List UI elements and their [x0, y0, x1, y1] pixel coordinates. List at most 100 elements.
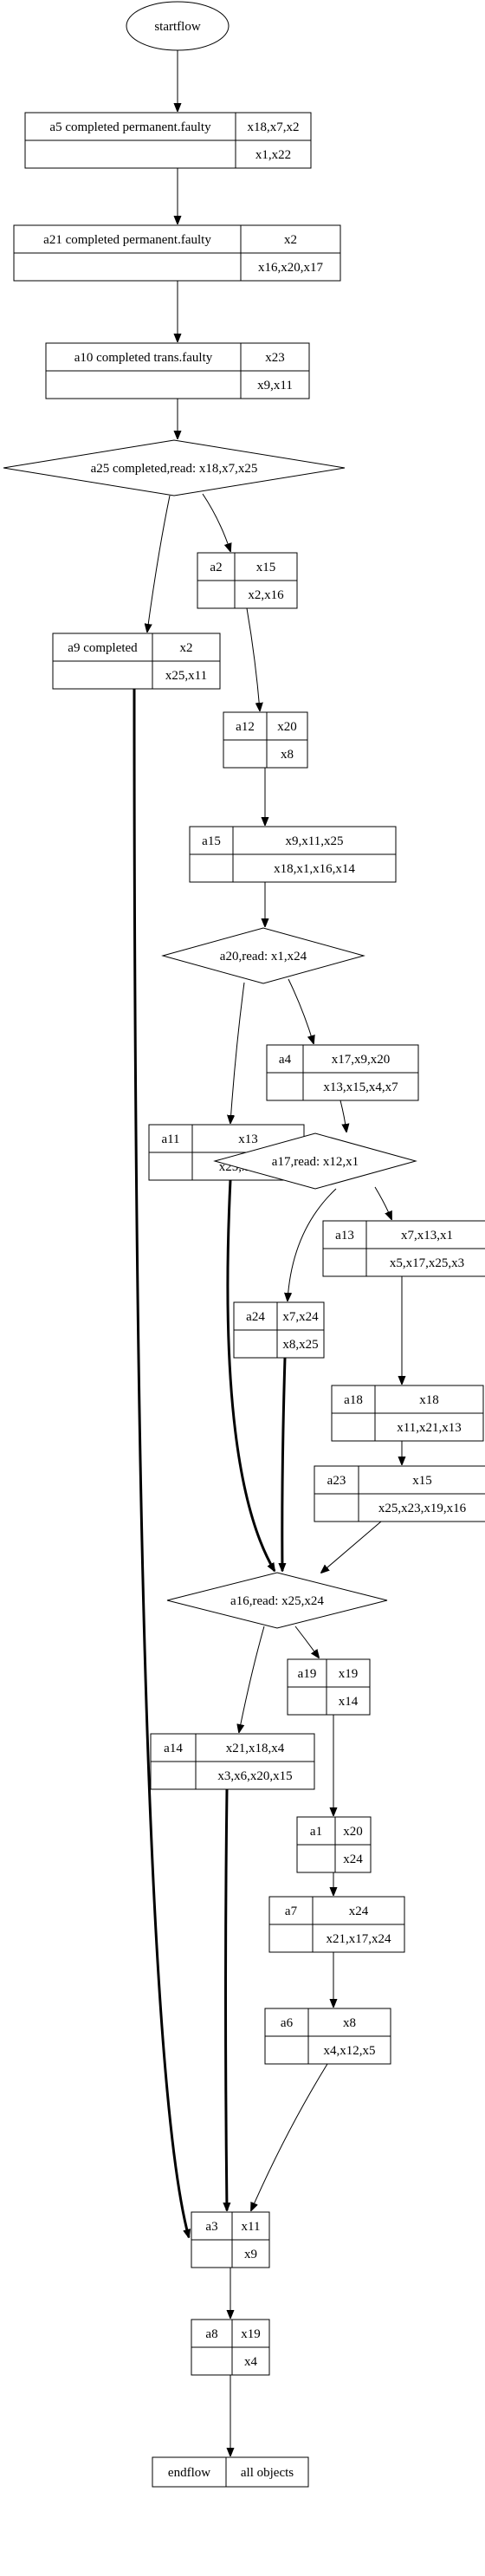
activity-node-a15: a15 x9,x11,x25 x18,x1,x16,x14 — [189, 826, 397, 883]
activity-label: a19 — [298, 1667, 317, 1681]
decision-diamond — [161, 927, 365, 984]
input-objects: x16,x20,x17 — [258, 261, 324, 275]
activity-label: a9 completed — [68, 641, 138, 655]
output-objects: x23 — [265, 351, 285, 365]
activity-label: a10 completed trans.faulty — [74, 351, 213, 365]
activity-label: a13 — [335, 1229, 354, 1243]
activity-label: a1 — [310, 1825, 322, 1839]
input-objects: x8 — [281, 748, 294, 762]
decision-node-d25: a25 completed,read: x18,x7,x25 — [3, 439, 346, 496]
activity-label: a6 — [281, 2016, 294, 2030]
edge-a24-to-d16 — [282, 1357, 285, 1571]
input-objects: x4 — [244, 2355, 258, 2369]
output-objects: x9,x11,x25 — [286, 834, 344, 848]
input-objects: x11,x21,x13 — [397, 1421, 461, 1435]
input-objects: x9,x11 — [257, 379, 293, 393]
output-objects: x7,x24 — [282, 1310, 319, 1324]
activity-label: a21 completed permanent.faulty — [43, 233, 211, 247]
output-objects: x2 — [284, 233, 297, 247]
activity-label: a4 — [279, 1053, 292, 1067]
activity-node-a11: a11x13x25,x7,x17 — [148, 1124, 305, 1181]
output-objects: x15 — [256, 561, 276, 574]
output-objects: x17,x9,x20 — [332, 1053, 391, 1067]
end-box — [152, 2456, 309, 2488]
start-ellipse — [126, 1, 230, 51]
decision-node-d17: a17,read: x12,x1 — [213, 1132, 417, 1190]
output-objects: x20 — [343, 1825, 363, 1839]
output-objects: x21,x18,x4 — [226, 1742, 285, 1755]
start-node: startflow — [126, 1, 230, 51]
edge-a14-to-a3 — [226, 1788, 228, 2210]
activity-node-a3: a3 x11 x9 — [191, 2211, 270, 2268]
input-objects: x1,x22 — [255, 148, 291, 162]
edge-d17-to-a13 — [374, 1186, 391, 1219]
activity-node-a24: a24 x7,x24 x8,x25 — [233, 1301, 325, 1359]
output-objects: x20 — [277, 720, 297, 734]
activity-label: a3 — [205, 2220, 217, 2234]
edge-a4-to-d17 — [340, 1100, 346, 1132]
activity-label: a23 — [327, 1474, 346, 1488]
activity-label: a8 — [205, 2327, 217, 2341]
output-objects: x11 — [242, 2220, 261, 2234]
output-objects: x8 — [343, 2016, 356, 2030]
activity-label: a2 — [210, 561, 222, 574]
decision-label: a16,read: x25,x24 — [230, 1594, 324, 1608]
output-objects: x18 — [419, 1393, 439, 1407]
activity-node-a10: a10 completed trans.faulty x23 x9,x11 — [45, 342, 310, 399]
activity-label: a12 — [236, 720, 255, 734]
edge-a6-to-a3 — [251, 2063, 328, 2210]
edge-a2-to-a12 — [246, 607, 260, 711]
edge-d20-to-a11 — [230, 982, 245, 1123]
edge-d25-to-a2 — [202, 493, 230, 551]
activity-node-a18: a18 x18 x11,x21,x13 — [331, 1385, 484, 1442]
input-objects: x25,x23,x19,x16 — [378, 1502, 467, 1515]
activity-node-a13: a13 x7,x13,x1 x5,x17,x25,x3 — [322, 1220, 485, 1277]
output-objects: x24 — [349, 1904, 369, 1918]
decision-node-d20: a20,read: x1,x24 — [161, 927, 365, 984]
input-objects: x8,x25 — [282, 1338, 318, 1352]
edges-layer — [133, 50, 402, 2456]
edge-d17-to-a24 — [288, 1188, 337, 1301]
decision-diamond — [166, 1572, 388, 1629]
activity-node-a7: a7 x24 x21,x17,x24 — [268, 1896, 405, 1953]
decision-diamond — [3, 439, 346, 496]
activity-node-a21: a21 completed permanent.faulty x2 x16,x20,… — [13, 224, 341, 282]
activity-node-a1: a1 x20 x24 — [296, 1816, 372, 1873]
input-objects: x2,x16 — [248, 588, 284, 602]
edge-a23-to-d16 — [321, 1521, 382, 1573]
input-objects: x4,x12,x5 — [324, 2044, 376, 2058]
input-objects: x14 — [339, 1695, 359, 1709]
decision-label: a20,read: x1,x24 — [220, 950, 307, 964]
output-objects: x15 — [412, 1474, 432, 1488]
input-objects: x24 — [343, 1853, 363, 1866]
input-objects: x5,x17,x25,x3 — [390, 1256, 464, 1270]
output-objects: x19 — [339, 1667, 359, 1681]
activity-label: a11 — [161, 1132, 179, 1146]
edge-a11-to-d16 — [226, 1179, 276, 1571]
decision-label: a25 completed,read: x18,x7,x25 — [91, 462, 258, 476]
activity-label: a24 — [246, 1310, 265, 1324]
activity-label: a7 — [285, 1904, 298, 1918]
decision-node-d16: a16,read: x25,x24 — [166, 1572, 388, 1629]
edge-d16-to-a14 — [239, 1625, 265, 1732]
input-objects: x3,x6,x20,x15 — [217, 1769, 292, 1783]
activity-label: a18 — [344, 1393, 363, 1407]
output-objects: x18,x7,x2 — [248, 120, 300, 134]
input-objects: x9 — [244, 2248, 257, 2261]
activity-label: a15 — [202, 834, 221, 848]
input-objects: x18,x1,x16,x14 — [274, 862, 355, 876]
start-label: startflow — [154, 20, 200, 34]
end-label: endflow — [168, 2466, 210, 2480]
edge-d20-to-a4 — [288, 978, 314, 1043]
input-objects: x21,x17,x24 — [327, 1932, 392, 1946]
output-objects: x7,x13,x1 — [401, 1229, 453, 1243]
input-objects: x25,x11 — [165, 669, 207, 683]
activity-node-a19: a19 x19 x14 — [287, 1658, 371, 1716]
edge-d25-to-a9 — [147, 495, 171, 632]
